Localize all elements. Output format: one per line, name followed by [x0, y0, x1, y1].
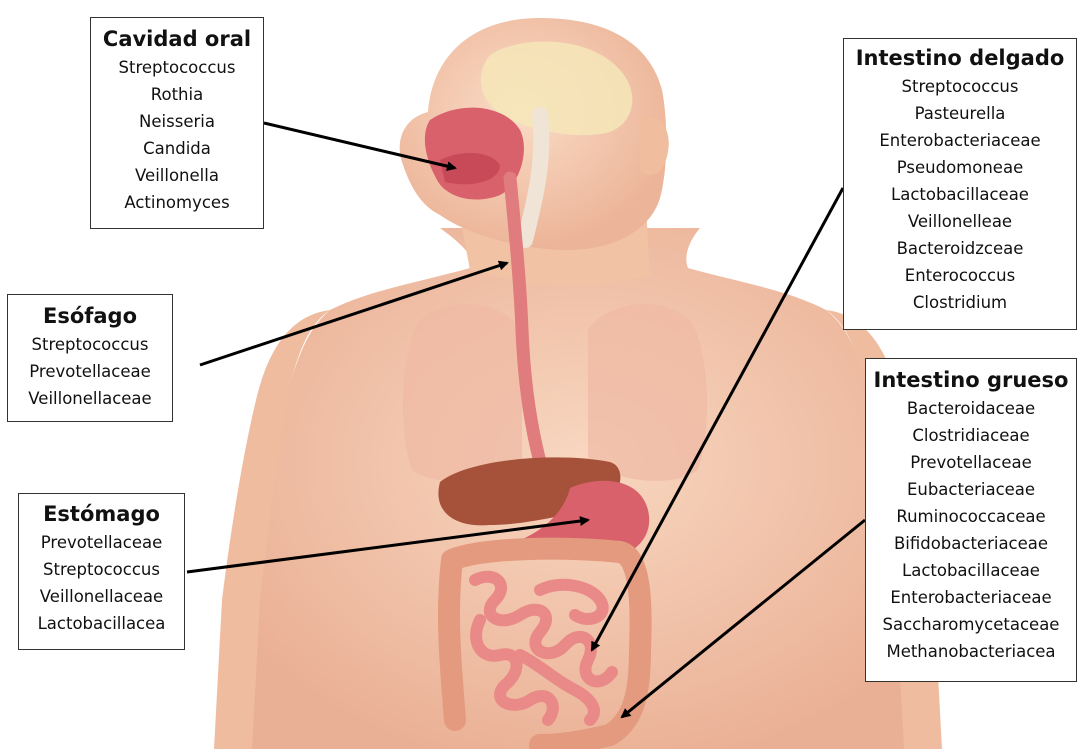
label-item: Streptococcus	[19, 556, 184, 583]
label-stomach: Estómago Prevotellaceae Streptococcus Ve…	[18, 493, 185, 650]
label-item: Enterobacteriaceae	[866, 584, 1076, 611]
label-item: Bifidobacteriaceae	[866, 530, 1076, 557]
label-item: Streptococcus	[8, 331, 172, 358]
label-item: Streptococcus	[91, 54, 263, 81]
label-title: Estómago	[19, 501, 184, 527]
label-item: Lactobacillaceae	[844, 181, 1076, 208]
label-item: Eubacteriaceae	[866, 476, 1076, 503]
label-item: Veillonellaceae	[8, 385, 172, 412]
label-item: Prevotellaceae	[19, 529, 184, 556]
label-title: Esófago	[8, 303, 172, 329]
label-oral-cavity: Cavidad oral Streptococcus Rothia Neisse…	[90, 17, 264, 229]
label-item: Bacteroidaceae	[866, 395, 1076, 422]
label-title: Cavidad oral	[91, 26, 263, 52]
label-small-intestine: Intestino delgado Streptococcus Pasteure…	[843, 38, 1077, 330]
label-item: Methanobacteriacea	[866, 638, 1076, 665]
label-item: Veillonellaceae	[19, 583, 184, 610]
label-item: Clostridium	[844, 289, 1076, 316]
label-item: Pasteurella	[844, 100, 1076, 127]
label-item: Prevotellaceae	[8, 358, 172, 385]
label-item: Rothia	[91, 81, 263, 108]
label-esophagus: Esófago Streptococcus Prevotellaceae Vei…	[7, 294, 173, 422]
label-item: Enterococcus	[844, 262, 1076, 289]
label-item: Ruminococcaceae	[866, 503, 1076, 530]
label-item: Candida	[91, 135, 263, 162]
label-item: Streptococcus	[844, 73, 1076, 100]
label-item: Enterobacteriaceae	[844, 127, 1076, 154]
label-item: Actinomyces	[91, 189, 263, 216]
label-item: Lactobacillaceae	[866, 557, 1076, 584]
label-item: Pseudomoneae	[844, 154, 1076, 181]
label-item: Saccharomycetaceae	[866, 611, 1076, 638]
label-title: Intestino grueso	[866, 367, 1076, 393]
label-item: Clostridiaceae	[866, 422, 1076, 449]
label-item: Neisseria	[91, 108, 263, 135]
label-large-intestine: Intestino grueso Bacteroidaceae Clostrid…	[865, 358, 1077, 682]
label-item: Prevotellaceae	[866, 449, 1076, 476]
label-item: Veillonella	[91, 162, 263, 189]
label-item: Lactobacillacea	[19, 610, 184, 637]
label-item: Bacteroidzceae	[844, 235, 1076, 262]
label-item: Veillonelleae	[844, 208, 1076, 235]
label-title: Intestino delgado	[844, 45, 1076, 71]
